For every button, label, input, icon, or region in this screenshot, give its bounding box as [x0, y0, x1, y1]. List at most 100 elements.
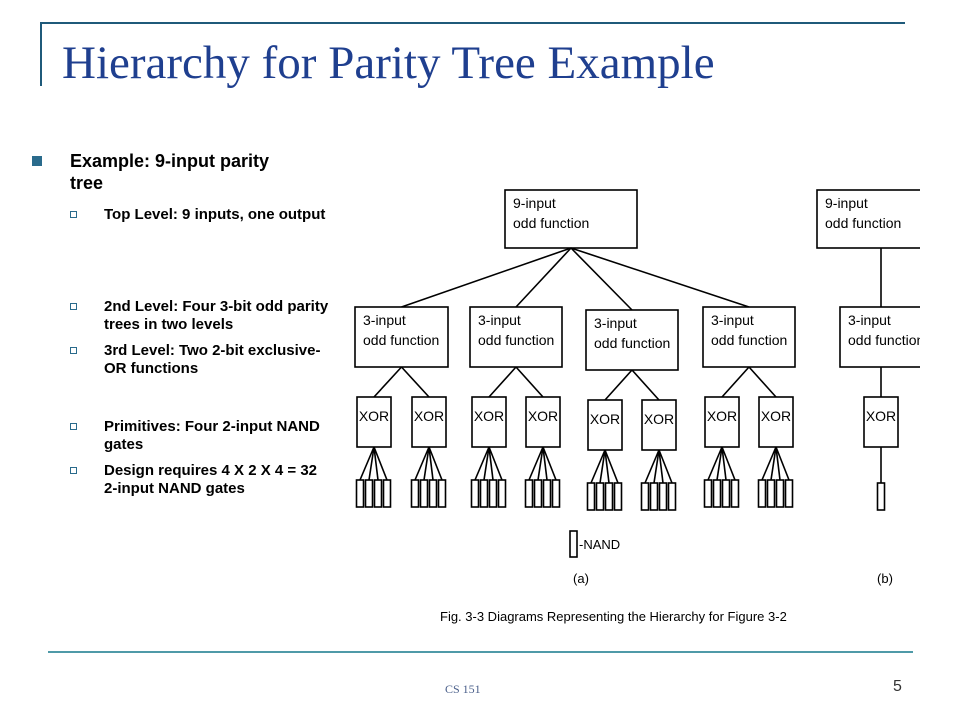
mid-odd-function-box-line2: odd function: [711, 332, 787, 348]
mid-odd-function-box-line1: 3-input: [711, 312, 754, 328]
tree-edge-mid-to-xor: [604, 369, 633, 401]
nand-gate: [595, 482, 605, 511]
tree-edge-top-to-mid: [570, 247, 633, 311]
top-odd-function-box-line2: odd function: [513, 215, 589, 231]
xor-box-label: XOR: [644, 411, 674, 427]
nand-wire: [658, 449, 673, 484]
nand-legend-symbol: [569, 530, 578, 558]
nand-gate: [410, 479, 420, 508]
b-mid-odd-function-box-line2: odd function: [848, 332, 920, 348]
nand-gate: [419, 479, 429, 508]
nand-gate: [730, 479, 740, 508]
mid-odd-function-box-line1: 3-input: [363, 312, 406, 328]
xor-box-label: XOR: [528, 408, 558, 424]
nand-wire: [423, 446, 430, 481]
xor-box-label: XOR: [761, 408, 791, 424]
sub-bullet-text: 2nd Level: Four 3-bit odd parity trees i…: [104, 298, 329, 333]
nand-gate: [373, 479, 383, 508]
xor-box-label: XOR: [707, 408, 737, 424]
tree-edge-mid-to-xor: [488, 366, 517, 398]
hollow-square-bullet-icon: [70, 211, 77, 218]
nand-wire: [761, 446, 777, 481]
nand-gate: [497, 479, 507, 508]
xor-box-label: XOR: [474, 408, 504, 424]
nand-gate: [586, 482, 596, 511]
mid-odd-function-box-line1: 3-input: [594, 315, 637, 331]
nand-gate: [784, 479, 794, 508]
sub-bullet-top-level: Top Level: 9 inputs, one output: [30, 206, 340, 224]
bullet-main-text: Example: 9-input parity tree: [70, 151, 270, 193]
nand-wire: [542, 446, 557, 481]
tree-edge-top-to-mid: [570, 247, 750, 308]
sub-bullet-third-level: 3rd Level: Two 2-bit exclusive-OR functi…: [30, 342, 340, 378]
page-number: 5: [893, 678, 902, 695]
nand-gate: [667, 482, 677, 511]
nand-gate: [775, 479, 785, 508]
xor-box: [525, 396, 561, 448]
diagram-label-a: (a): [573, 571, 589, 586]
nand-wire: [644, 449, 660, 484]
sub-bullet-primitives: Primitives: Four 2-input NAND gates: [30, 418, 340, 454]
tree-edge-mid-to-xor: [748, 366, 777, 398]
tree-edge-mid-to-xor: [373, 366, 403, 398]
square-bullet-icon: [32, 156, 42, 166]
nand-wire: [721, 446, 727, 481]
footer-rule: [48, 651, 913, 653]
mid-odd-function-box: [585, 309, 679, 371]
nand-gate: [757, 479, 767, 508]
nand-wire: [428, 446, 443, 481]
tree-edge-top-to-mid: [515, 247, 572, 308]
xor-box-label: XOR: [590, 411, 620, 427]
b-top-odd-function-box-line1: 9-input: [825, 195, 868, 211]
nand-wire: [488, 446, 503, 481]
nand-legend-label: -NAND: [579, 537, 620, 552]
nand-wire: [658, 449, 664, 484]
footer-course-label: CS 151: [445, 682, 481, 696]
nand-wire: [414, 446, 430, 481]
nand-wire: [653, 449, 660, 484]
hollow-square-bullet-icon: [70, 303, 77, 310]
nand-wire: [373, 446, 379, 481]
nand-wire: [368, 446, 375, 481]
nand-wire: [604, 449, 619, 484]
mid-odd-function-box-line2: odd function: [478, 332, 554, 348]
nand-wire: [716, 446, 723, 481]
nand-gate: [721, 479, 731, 508]
nand-gate: [524, 479, 534, 508]
sub-bullet-text: Top Level: 9 inputs, one output: [104, 206, 326, 223]
xor-box: [704, 396, 740, 448]
b-nand-gate: [876, 482, 886, 511]
nand-gate: [649, 482, 659, 511]
b-mid-odd-function-box-line1: 3-input: [848, 312, 891, 328]
nand-wire: [528, 446, 544, 481]
nand-gate: [613, 482, 623, 511]
nand-gate: [428, 479, 438, 508]
hierarchy-diagram: 9-input odd function 3-input odd functionXO…: [354, 189, 920, 624]
sub-bullet-second-level: 2nd Level: Four 3-bit odd parity trees i…: [30, 298, 340, 334]
nand-wire: [483, 446, 490, 481]
nand-wire: [770, 446, 777, 481]
figure-caption: Fig. 3-3 Diagrams Representing the Hiera…: [440, 609, 787, 624]
nand-wire: [474, 446, 490, 481]
mid-odd-function-box-line1: 3-input: [478, 312, 521, 328]
top-odd-function-box: [504, 189, 638, 249]
nand-gate: [542, 479, 552, 508]
nand-gate: [488, 479, 498, 508]
nand-gate: [712, 479, 722, 508]
diagram-label-b: (b): [877, 571, 893, 586]
nand-gate: [382, 479, 392, 508]
b-mid-odd-function-box: [839, 306, 920, 368]
tree-edge-mid-to-xor: [515, 366, 544, 398]
bullet-main: Example: 9-input parity tree: [30, 150, 340, 194]
nand-wire: [721, 446, 736, 481]
nand-gate: [437, 479, 447, 508]
mid-odd-function-box: [354, 306, 449, 368]
nand-wire: [775, 446, 790, 481]
title-frame-top-rule: [40, 22, 905, 24]
nand-wire: [599, 449, 606, 484]
nand-wire: [488, 446, 494, 481]
slide-title: Hierarchy for Parity Tree Example: [62, 37, 715, 89]
b-top-odd-function-box-line2: odd function: [825, 215, 901, 231]
tree-edge-mid-to-xor: [400, 366, 430, 398]
nand-gate: [703, 479, 713, 508]
